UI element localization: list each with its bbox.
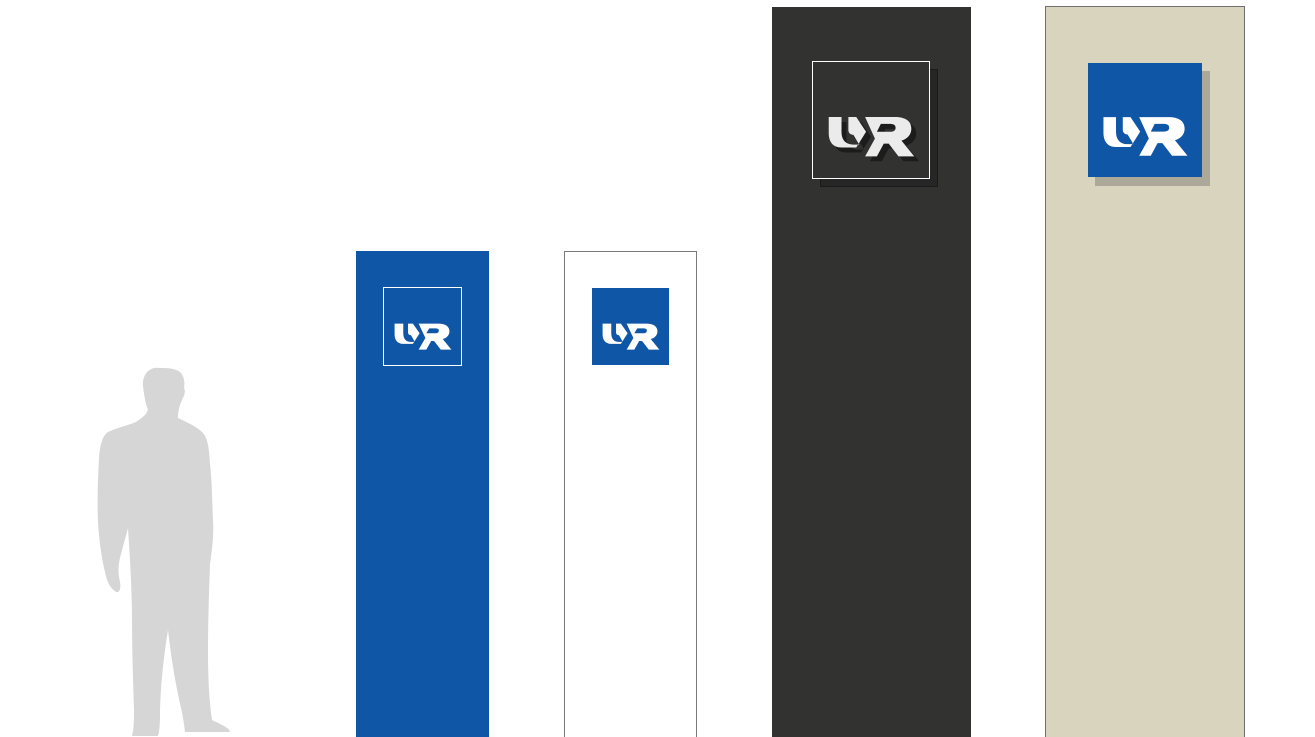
pylon-blue xyxy=(356,251,489,737)
ur-logo-icon xyxy=(602,323,660,350)
logo-frame xyxy=(812,61,930,179)
ur-logo-icon xyxy=(1103,117,1188,156)
logo-frame xyxy=(1088,63,1202,177)
ur-logo-icon xyxy=(394,323,452,350)
logo-frame xyxy=(383,287,462,366)
logo-frame xyxy=(592,288,669,365)
pylon-white xyxy=(564,251,697,737)
pylon-dark xyxy=(772,7,971,737)
person-silhouette-icon xyxy=(97,367,230,736)
pylon-beige xyxy=(1045,6,1245,737)
ur-logo-icon xyxy=(828,117,920,162)
